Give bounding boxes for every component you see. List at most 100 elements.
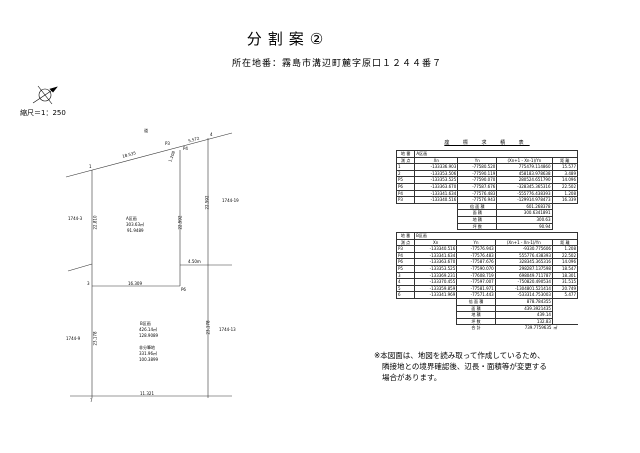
table-cell: -133369.231 bbox=[414, 271, 458, 280]
table-caption: 座 標 求 積 表 bbox=[444, 140, 530, 146]
total-value: 739.7759635 bbox=[495, 324, 553, 331]
table-cell: -77587.676 bbox=[457, 182, 498, 191]
table-cell: -77576.943 bbox=[456, 245, 496, 253]
column-header: Yn bbox=[457, 156, 498, 165]
blank bbox=[552, 216, 577, 223]
dimension-mid: 16.309 bbox=[128, 281, 142, 286]
table-cell: 280524.651790 bbox=[496, 176, 553, 184]
blank bbox=[552, 203, 577, 210]
lot-label: 地 番 bbox=[395, 150, 416, 158]
lot-a-label: A区画 bbox=[126, 216, 137, 221]
adjacent-lot-1744-13: 1744-13 bbox=[219, 327, 236, 332]
table-cell: 5 bbox=[395, 284, 416, 293]
table-cell: -9330.775606 bbox=[494, 245, 553, 253]
table-cell: 22.502 bbox=[551, 182, 579, 191]
scale-label: 縮尺＝1：250 bbox=[20, 109, 66, 117]
table-cell: 3.489 bbox=[551, 169, 579, 178]
summary-value: 132.83 bbox=[494, 317, 553, 326]
table-cell: 555776.438393 bbox=[494, 251, 553, 260]
summary-value: 439.3921435 bbox=[494, 304, 553, 313]
table-cell: 22.502 bbox=[551, 251, 579, 260]
point-4: 4 bbox=[210, 132, 213, 137]
column-header: (Xn+1 - Xn-1)/Yn bbox=[494, 238, 553, 247]
blank bbox=[397, 298, 457, 305]
column-header: 距 離 bbox=[551, 238, 579, 247]
lot-b-label: B区画 bbox=[140, 321, 151, 326]
blank bbox=[552, 210, 577, 217]
non-split-tsubo: 100.3899 bbox=[139, 357, 159, 362]
blank bbox=[552, 223, 577, 230]
point-1: 1 bbox=[89, 164, 92, 169]
adjacent-lot-1744-19: 1744-19 bbox=[222, 198, 239, 203]
blank bbox=[552, 318, 577, 325]
table-cell: 458183.978638 bbox=[496, 169, 553, 178]
table-cell: -533314.753003 bbox=[494, 291, 553, 299]
table-cell: 698049.711787 bbox=[494, 271, 553, 280]
table-cell: 16.339 bbox=[551, 196, 579, 204]
table-cell: -77576.943 bbox=[457, 196, 498, 204]
north-arrow-icon bbox=[32, 85, 58, 105]
table-cell: -750820.490534 bbox=[494, 278, 553, 286]
note-line: 隣接地との境界確認後、辺長・面積等が変更する bbox=[382, 362, 547, 371]
table-cell: -1304801.521414 bbox=[494, 284, 553, 293]
lot-b-tsubo: 128.9089 bbox=[139, 333, 159, 338]
blank bbox=[397, 216, 458, 223]
road-label: 道 bbox=[144, 128, 148, 133]
column-header: Xn bbox=[414, 238, 458, 247]
dimension-right-b: 23.178 bbox=[205, 320, 211, 335]
table-cell: -133353.506 bbox=[414, 169, 459, 178]
point-p3: P3 bbox=[165, 141, 170, 146]
dimension-4-50: 4.50m bbox=[188, 259, 201, 264]
summary-label: 倍 面 積 bbox=[457, 202, 498, 211]
table-cell: -133341.969 bbox=[414, 291, 458, 299]
table-cell: 14.096 bbox=[551, 258, 579, 266]
dimension-right-a: 22.592 bbox=[177, 215, 183, 230]
lot-a-area: 303.63㎡ bbox=[126, 222, 144, 227]
table-cell: 15.577 bbox=[551, 163, 579, 171]
summary-value: 90.94 bbox=[496, 222, 553, 231]
summary-label: 地 積 bbox=[456, 311, 496, 319]
table-cell: -77576.483 bbox=[456, 251, 496, 260]
address: 所在地番：霧島市溝辺町麓字原口１２４４番７ bbox=[232, 59, 443, 69]
table-cell: -133359.859 bbox=[414, 284, 458, 293]
blank bbox=[397, 305, 457, 312]
blank bbox=[552, 312, 577, 319]
point-p6: P6 bbox=[181, 287, 186, 292]
summary-label: 倍 面 積 bbox=[456, 297, 496, 306]
table-cell: 5.477 bbox=[551, 291, 579, 299]
table-cell: -133341.634 bbox=[414, 251, 458, 260]
table-cell: -77590.119 bbox=[457, 169, 498, 178]
lot-a-tsubo: 91.9489 bbox=[127, 228, 144, 233]
table-cell: -77608.719 bbox=[456, 271, 496, 280]
table-cell: 18.301 bbox=[551, 271, 579, 280]
table-cell: -77571.443 bbox=[456, 291, 496, 299]
table-cell: -133340.516 bbox=[414, 196, 459, 204]
table-cell: 6 bbox=[395, 291, 416, 299]
blank bbox=[552, 305, 577, 312]
summary-label: 坪 数 bbox=[457, 222, 498, 231]
summary-label: 面 積 bbox=[457, 209, 498, 217]
adjacent-lot-1744-3: 1744-3 bbox=[68, 216, 83, 221]
table-cell: -133363.670 bbox=[414, 258, 458, 266]
summary-label: 坪 数 bbox=[456, 317, 496, 326]
table-cell: P4 bbox=[395, 251, 416, 260]
dimension-left-a: 22.810 bbox=[92, 215, 98, 230]
summary-value: 439.14 bbox=[494, 311, 553, 319]
table-cell: 2 bbox=[395, 169, 416, 178]
column-header: 距 離 bbox=[551, 156, 579, 165]
summary-value: 300.6341891 bbox=[496, 209, 553, 217]
